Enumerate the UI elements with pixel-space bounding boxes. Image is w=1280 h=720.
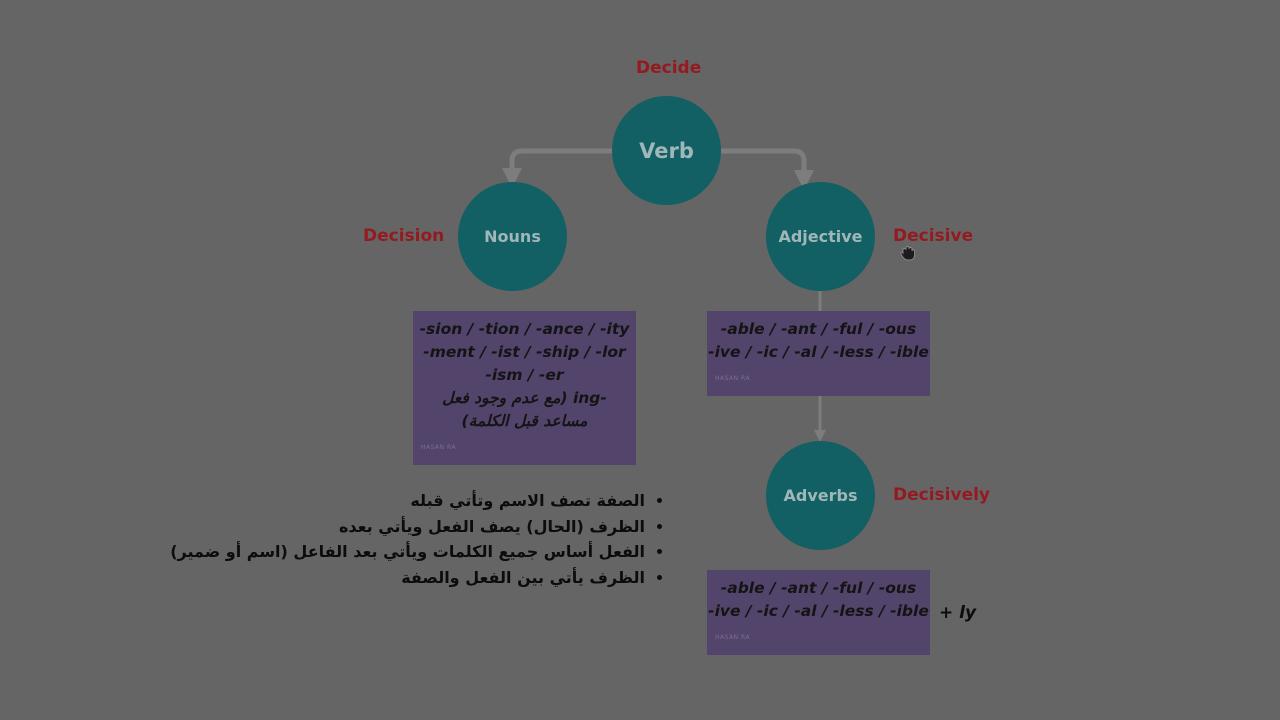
watermark-text: HASAN RA xyxy=(715,375,751,382)
connector-verb-nouns xyxy=(502,148,612,188)
connector-verb-adjective xyxy=(721,148,814,190)
adverb-suffix-box: -able / -ant / -ful / -ous -ive / -ic / … xyxy=(707,570,930,655)
verb-node-label: Verb xyxy=(639,138,694,163)
noun-suffix-box: -sion / -tion / -ance / -ity -ment / -is… xyxy=(413,311,636,465)
adverb-suffix-line: -able / -ant / -ful / -ous xyxy=(720,579,917,597)
watermark-text: HASAN RA xyxy=(421,444,457,451)
noun-suffix-line: -ing (مع عدم وجود فعل xyxy=(442,389,607,407)
grammar-notes-list: الصفة تصف الاسم وتأتي قبله الظرف (الحال)… xyxy=(130,488,675,590)
grammar-note: الظرف يأتي بين الفعل والصفة xyxy=(130,565,645,591)
grammar-note: الفعل أساس جميع الكلمات ويأتي بعد الفاعل… xyxy=(130,539,645,565)
noun-suffix-line: مساعد قبل الكلمة) xyxy=(461,412,588,430)
adjective-suffix-line: -able / -ant / -ful / -ous xyxy=(720,320,917,338)
noun-suffix-line: -ism / -er xyxy=(485,366,564,384)
noun-suffix-line: -ment / -ist / -ship / -lor xyxy=(423,343,626,361)
verb-example-word: Decide xyxy=(636,58,702,78)
watermark-text: HASAN RA xyxy=(715,634,751,641)
adjective-suffix-box: -able / -ant / -ful / -ous -ive / -ic / … xyxy=(707,311,930,396)
adjective-suffix-line: -ive / -ic / -al / -less / -ible xyxy=(708,343,929,361)
grab-hand-icon xyxy=(900,246,915,261)
noun-suffix-line: -sion / -tion / -ance / -ity xyxy=(419,320,630,338)
adjective-node-label: Adjective xyxy=(778,227,863,246)
adjective-node: Adjective xyxy=(766,182,875,291)
adverb-suffix-line: -ive / -ic / -al / -less / -ible xyxy=(708,602,929,620)
ly-suffix-note: + ly xyxy=(939,603,977,623)
grammar-note: الظرف (الحال) يصف الفعل ويأتي بعده xyxy=(130,514,645,540)
verb-node: Verb xyxy=(612,96,721,205)
noun-example-word: Decision xyxy=(363,226,445,246)
adverbs-node-label: Adverbs xyxy=(783,486,858,505)
nouns-node: Nouns xyxy=(458,182,567,291)
grammar-note: الصفة تصف الاسم وتأتي قبله xyxy=(130,488,645,514)
adverbs-node: Adverbs xyxy=(766,441,875,550)
nouns-node-label: Nouns xyxy=(484,227,541,246)
adjective-example-word: Decisive xyxy=(893,226,974,246)
adverb-example-word: Decisively xyxy=(893,485,991,505)
